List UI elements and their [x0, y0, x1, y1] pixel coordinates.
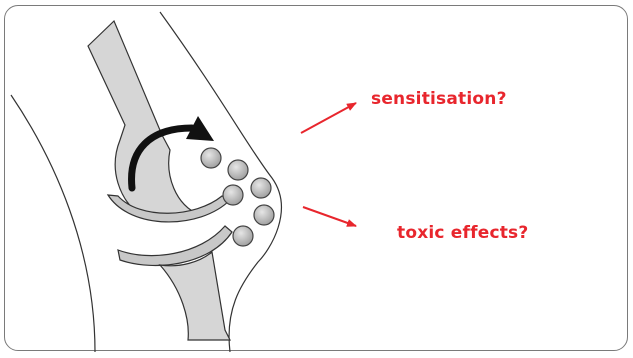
- femur-bone: [88, 21, 200, 215]
- wear-particle-icon: [228, 160, 248, 180]
- wear-particle-icon: [233, 226, 253, 246]
- tibia-bone: [160, 252, 230, 340]
- wear-particle-icon: [254, 205, 274, 225]
- toxic-effects-label: toxic effects?: [397, 223, 528, 243]
- toxic-effects-arrow: [303, 207, 356, 226]
- wear-particle-icon: [223, 185, 243, 205]
- sensitisation-label: sensitisation?: [371, 89, 507, 109]
- wear-particle-icon: [251, 178, 271, 198]
- wear-particle-icon: [201, 148, 221, 168]
- sensitisation-arrow: [301, 103, 356, 133]
- wear-particles: [201, 148, 274, 246]
- tibial-component: [118, 226, 232, 265]
